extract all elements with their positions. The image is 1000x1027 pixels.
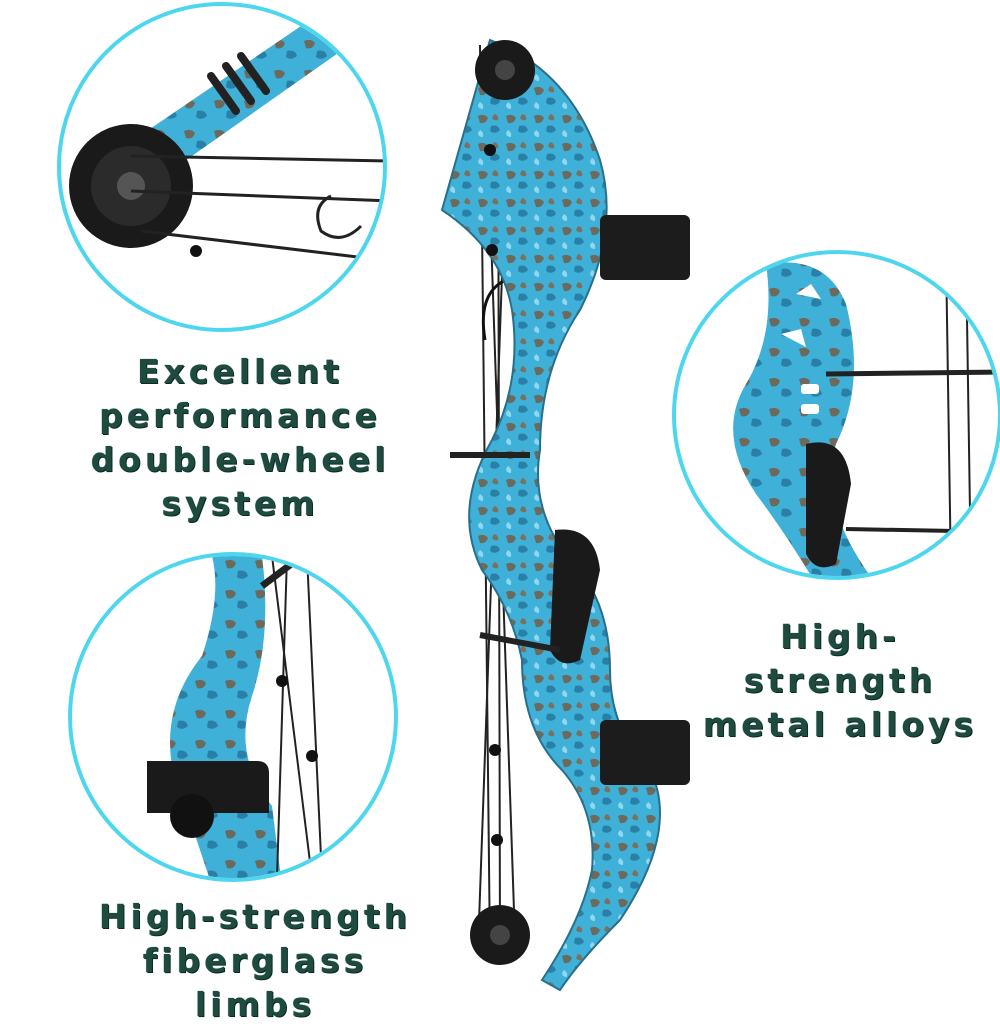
lower-limb-pocket [600, 720, 690, 785]
compound-bow-illustration [440, 38, 690, 992]
caption-double-wheel-system: Excellent performance double-wheel syste… [90, 350, 390, 526]
zoom-double-wheel [57, 2, 387, 332]
stabilizer-stub [479, 632, 561, 653]
top-cam-icon [475, 40, 535, 100]
bow-riser [440, 38, 661, 992]
caption-line: performance [99, 396, 381, 435]
riser-closeup [733, 254, 998, 576]
grip-icon [806, 442, 851, 568]
caption-line: Excellent [136, 352, 344, 391]
caption-line: metal alloys [702, 705, 978, 744]
zoom-fiberglass-limbs [68, 552, 398, 882]
limb-closeup [147, 556, 323, 878]
grip [550, 529, 600, 664]
string-silencers [484, 144, 503, 846]
upper-limb-pocket [600, 215, 690, 280]
double-wheel-closeup [69, 26, 383, 262]
caption-line: fiberglass limbs [142, 941, 368, 1024]
caption-line: High-strength [743, 617, 937, 700]
bottom-cam-icon [470, 905, 530, 965]
zoom-metal-alloy [672, 250, 1000, 580]
caption-line: system [161, 484, 319, 523]
caption-fiberglass-limbs: High-strength fiberglass limbs [75, 895, 435, 1027]
caption-metal-alloys: High-strength metal alloys [690, 615, 990, 747]
caption-line: High-strength [98, 897, 412, 936]
caption-line: double-wheel [90, 440, 390, 479]
